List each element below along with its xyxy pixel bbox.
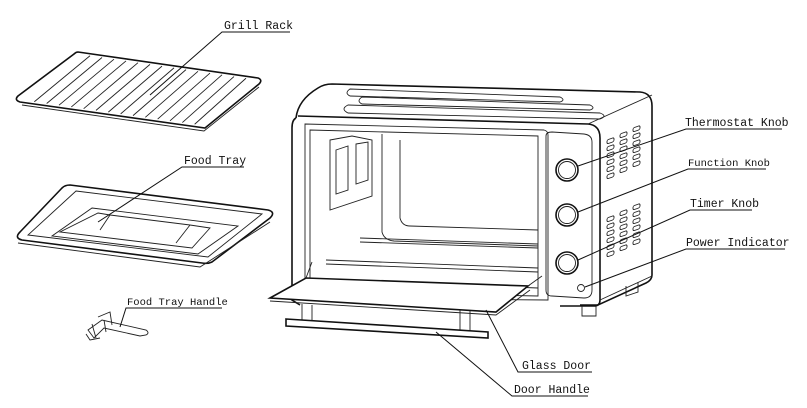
label-door-handle-text: Door Handle [514, 384, 590, 397]
label-glass-door-text: Glass Door [522, 360, 591, 373]
label-glass-door: Glass Door [485, 309, 592, 373]
oven-body-drawing [291, 83, 653, 317]
vent-slot [619, 209, 628, 217]
vent-slot [632, 210, 641, 218]
vent-slot [606, 250, 615, 258]
vent-slot [632, 139, 641, 147]
rack-bar [58, 58, 115, 106]
vent-slot [619, 131, 628, 139]
rack-bar [83, 62, 139, 110]
label-timer-knob-text: Timer Knob [690, 198, 759, 211]
label-grill-rack-text: Grill Rack [224, 20, 293, 33]
label-food-tray: Food Tray [97, 155, 246, 223]
vent-slot [632, 153, 641, 161]
vent-slot [619, 138, 628, 146]
label-thermostat-knob-text: Thermostat Knob [685, 117, 789, 130]
vent-slot [619, 216, 628, 224]
function-knob-drawing [555, 203, 579, 227]
label-thermostat-knob: Thermostat Knob [577, 117, 789, 167]
vent-slot [619, 230, 628, 238]
label-grill-rack: Grill Rack [149, 20, 293, 96]
food-tray-drawing [16, 184, 274, 268]
vent-slot [606, 222, 615, 230]
vent-slot [632, 217, 641, 225]
vent-slot [606, 215, 615, 223]
vent-slot [606, 243, 615, 251]
rack-bar [194, 77, 247, 125]
rack-bar [157, 72, 211, 120]
label-food-tray-handle: Food Tray Handle [119, 297, 228, 328]
label-power-indicator: Power Indicator [584, 237, 790, 288]
grill-rack-drawing [15, 51, 262, 132]
rack-bar [182, 76, 235, 123]
label-function-knob-text: Function Knob [688, 158, 770, 170]
vent-slot [619, 223, 628, 231]
vent-slot [632, 231, 641, 239]
thermostat-knob-drawing [555, 158, 579, 182]
vent-slot [632, 160, 641, 168]
label-food-tray-handle-text: Food Tray Handle [127, 297, 228, 309]
vent-slot [606, 137, 615, 145]
vent-slot [619, 237, 628, 245]
vent-slot [619, 152, 628, 160]
vent-slot [619, 159, 628, 167]
label-timer-knob: Timer Knob [577, 198, 759, 261]
rack-bar [132, 69, 187, 116]
rack-bar [46, 57, 103, 104]
power-indicator-drawing [577, 284, 585, 292]
vent-slot [606, 229, 615, 237]
label-function-knob: Function Knob [577, 158, 770, 213]
vent-slot [632, 146, 641, 154]
side-vents [606, 125, 641, 258]
vent-slot [606, 172, 615, 180]
vent-slot [632, 125, 641, 133]
vent-slot [632, 132, 641, 140]
vent-slot [606, 158, 615, 166]
label-food-tray-text: Food Tray [184, 155, 246, 168]
glass-door-drawing [267, 261, 543, 316]
vent-slot [619, 244, 628, 252]
vent-slot [606, 144, 615, 152]
vent-slot [606, 165, 615, 173]
label-door-handle: Door Handle [435, 331, 590, 397]
vent-slot [619, 166, 628, 174]
rack-bar [71, 60, 127, 108]
rack-bar [95, 64, 151, 111]
rack-bar [120, 67, 175, 115]
rack-bar [108, 65, 163, 113]
vent-slot [632, 224, 641, 232]
label-power-indicator-text: Power Indicator [686, 237, 790, 250]
timer-knob-drawing [555, 251, 579, 275]
rack-bar [169, 74, 223, 122]
rack-bar [34, 55, 91, 103]
vent-slot [632, 238, 641, 246]
vent-slot [632, 203, 641, 211]
vent-slot [606, 236, 615, 244]
food-tray-handle-drawing [85, 311, 149, 341]
rack-bar [145, 70, 199, 118]
